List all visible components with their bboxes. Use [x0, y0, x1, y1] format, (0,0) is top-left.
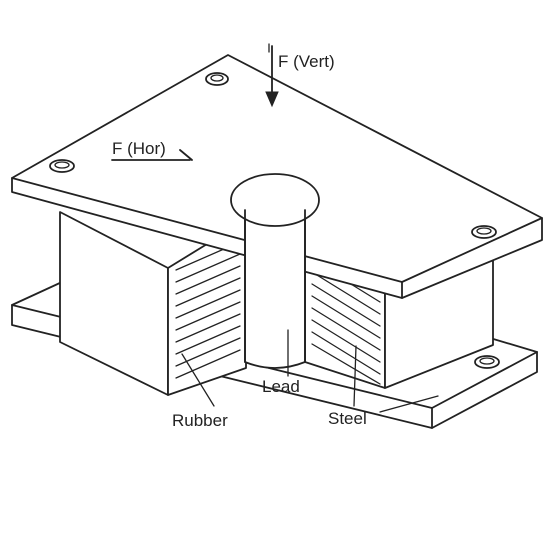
horizontal-force-arrow [111, 149, 193, 161]
steel-leader-line-2 [379, 395, 439, 413]
vertical-force-label: F (Vert) [278, 52, 335, 71]
rubber-label: Rubber [172, 411, 228, 430]
left-laminations [175, 241, 241, 379]
steel-label: Steel [328, 409, 367, 428]
left-block [59, 211, 247, 396]
lead-label: Lead [262, 377, 300, 396]
bottom-bolt-hole-inner [479, 357, 495, 365]
steel-leader-line-1 [353, 345, 357, 407]
horizontal-force-label: F (Hor) [112, 139, 166, 158]
rubber-leader-line [181, 353, 215, 407]
top-bolt-hole-right-inner [476, 227, 492, 235]
lead-core-top [230, 173, 320, 227]
top-bolt-hole-left-inner [54, 161, 70, 169]
vertical-force-arrow [265, 43, 279, 108]
lead-core-body [244, 209, 306, 369]
top-bolt-hole-back-inner [210, 74, 224, 82]
left-block-front-face [59, 211, 169, 396]
lead-core [230, 173, 320, 369]
